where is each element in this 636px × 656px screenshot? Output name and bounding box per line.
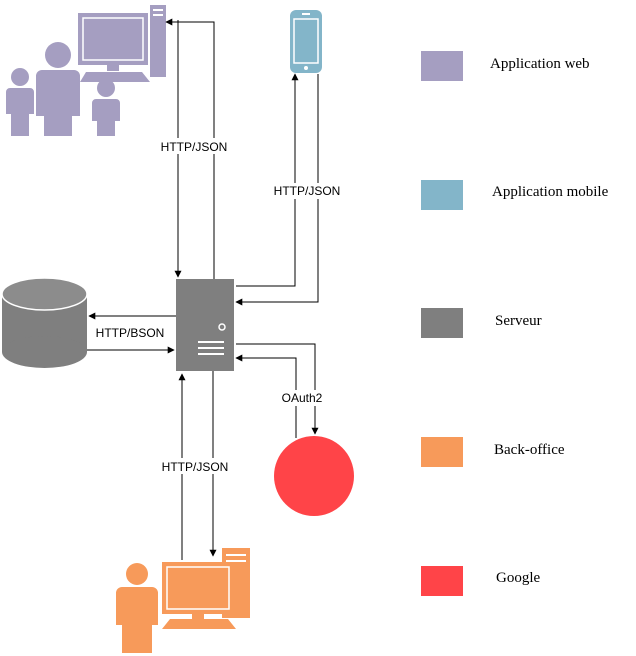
edge-label-mobile-server: HTTP/JSON xyxy=(274,184,341,198)
edge-label-google-server: OAuth2 xyxy=(282,391,323,405)
server-tower-icon xyxy=(176,279,234,371)
server-to-mobile-arrow xyxy=(236,73,299,287)
legend-swatch-mobile xyxy=(421,180,463,210)
legend-swatch-google xyxy=(421,566,463,596)
legend-swatch-web xyxy=(421,51,463,81)
edge-label-web-server: HTTP/JSON xyxy=(161,140,228,154)
backoffice-user-computer-icon xyxy=(116,548,250,653)
mobile-to-server-arrow xyxy=(235,74,319,306)
legend-label-google: Google xyxy=(496,570,541,586)
legend-label-backoffice: Back-office xyxy=(494,442,565,458)
legend-label-mobile: Application mobile xyxy=(492,184,609,200)
legend-label-web: Application web xyxy=(490,56,590,72)
google-circle-icon xyxy=(274,436,354,516)
legend-swatch-backoffice xyxy=(421,437,463,467)
web-users-computer-icon xyxy=(6,5,166,136)
edge-label-db-server: HTTP/BSON xyxy=(96,326,165,340)
legend-label-server: Serveur xyxy=(495,313,542,329)
edge-label-backoffice-server: HTTP/JSON xyxy=(162,460,229,474)
database-cylinder-icon xyxy=(1,277,88,368)
server-to-web-arrow xyxy=(165,18,215,279)
google-to-server-arrow xyxy=(235,354,297,438)
smartphone-icon xyxy=(290,10,322,73)
legend-swatch-server xyxy=(421,308,463,338)
